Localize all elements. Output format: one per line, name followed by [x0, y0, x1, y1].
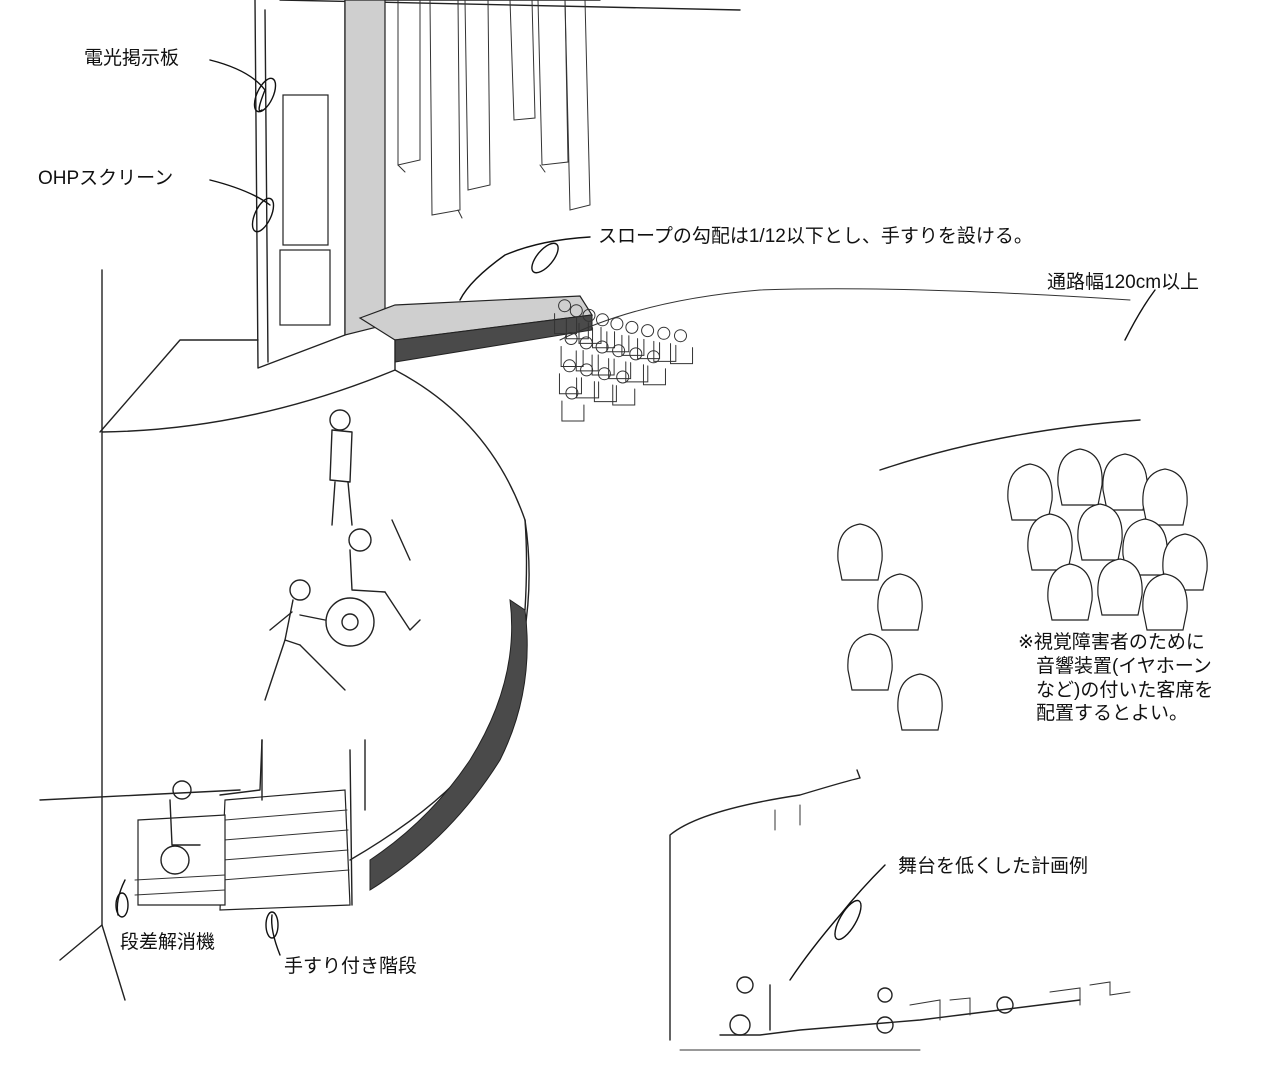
visual-note-line-2: 音響装置(イヤホーン: [1036, 655, 1212, 677]
empty-seat: [1142, 573, 1188, 631]
signboard-label: 電光掲示板: [84, 48, 180, 69]
slope-note-label: スロープの勾配は1/12以下とし、手すりを設ける。: [598, 226, 1033, 247]
audience-seat: [593, 381, 617, 403]
signboard-panel: [282, 94, 329, 246]
audience-seat: [670, 343, 694, 365]
audience-seat: [575, 350, 599, 372]
audience-head: [558, 299, 572, 313]
empty-seat: [1142, 468, 1188, 526]
step-eliminator-label: 段差解消機: [120, 932, 216, 953]
leader-lines: [115, 59, 1156, 981]
audience-seat: [612, 384, 636, 406]
upper-stage-ramp: [358, 295, 594, 371]
audience-seat: [554, 313, 578, 335]
audience-seat: [653, 340, 677, 362]
audience-head: [610, 317, 624, 331]
empty-seat: [1162, 533, 1208, 591]
visual-note-line-3: など)の付いた客席を: [1036, 679, 1214, 701]
audience-seat: [561, 400, 585, 422]
audience-seat: [608, 358, 632, 380]
stairs-and-lift: [134, 739, 366, 911]
audience-head: [641, 324, 655, 338]
audience-seat: [591, 354, 615, 376]
stage-front-apron: [369, 598, 528, 891]
rear-row-line: [559, 288, 1131, 341]
audience-seat: [558, 373, 582, 395]
ohp-screen-label: OHPスクリーン: [38, 168, 174, 189]
empty-seat: [1097, 558, 1143, 616]
audience-head: [579, 336, 593, 350]
audience-head: [657, 326, 671, 340]
audience-head: [580, 363, 594, 377]
aisle-edge: [879, 419, 1141, 471]
audience-head: [569, 304, 583, 318]
empty-seat: [1027, 513, 1073, 571]
audience-head: [616, 370, 630, 384]
empty-seat: [1077, 503, 1123, 561]
proscenium-panel: [254, 0, 386, 369]
handrail-stairs-label: 手すり付き階段: [284, 956, 418, 977]
low-stage-inset: [669, 769, 1131, 1051]
wheelchair-wheel-icon: [325, 597, 375, 647]
empty-seat: [1047, 563, 1093, 621]
audience-seat: [642, 364, 666, 386]
audience-head: [625, 320, 639, 334]
audience-head: [629, 347, 643, 361]
audience-head: [595, 340, 609, 354]
audience-head: [674, 329, 687, 343]
visual-note-line-1: ※視覚障害者のために: [1018, 632, 1205, 653]
audience-seat: [560, 345, 584, 367]
empty-seat: [847, 633, 893, 691]
audience-head: [564, 332, 578, 345]
audience-head: [597, 367, 611, 381]
audience-head: [582, 308, 596, 322]
visual-impairment-note: ※視覚障害者のために 音響装置(イヤホーン など)の付いた客席を 配置するとよい…: [1018, 631, 1213, 726]
ramp-surface: [358, 295, 594, 341]
empty-seat: [877, 573, 923, 631]
audience-head: [612, 344, 626, 358]
audience-head: [647, 350, 660, 364]
stage-curtains: [384, 0, 601, 219]
lift-platform: [137, 814, 226, 906]
empty-seat: [1057, 448, 1103, 506]
audience-head: [565, 386, 579, 400]
empty-seat: [837, 523, 883, 581]
empty-seat: [897, 673, 943, 731]
audience-seat: [578, 322, 602, 344]
empty-seat: [1007, 463, 1053, 521]
visual-note-line-4: 配置するとよい。: [1036, 703, 1189, 725]
aisle-width-label: 通路幅120cm以上: [1047, 272, 1200, 293]
audience-seat: [621, 334, 645, 356]
audience-seat: [606, 331, 630, 353]
empty-seat: [1102, 453, 1148, 511]
audience-seat: [576, 377, 600, 399]
curtain-side: [344, 0, 386, 336]
performers: [264, 409, 421, 701]
audience-seating: [554, 288, 1141, 471]
audience-head: [596, 313, 609, 327]
audience-head: [563, 359, 576, 373]
audience-seat: [592, 327, 616, 349]
front-seat-rows: [837, 448, 1208, 731]
ohp-screen-panel: [279, 249, 331, 326]
main-stage-floor: [101, 369, 530, 891]
low-stage-example-label: 舞台を低くした計画例: [898, 856, 1089, 877]
